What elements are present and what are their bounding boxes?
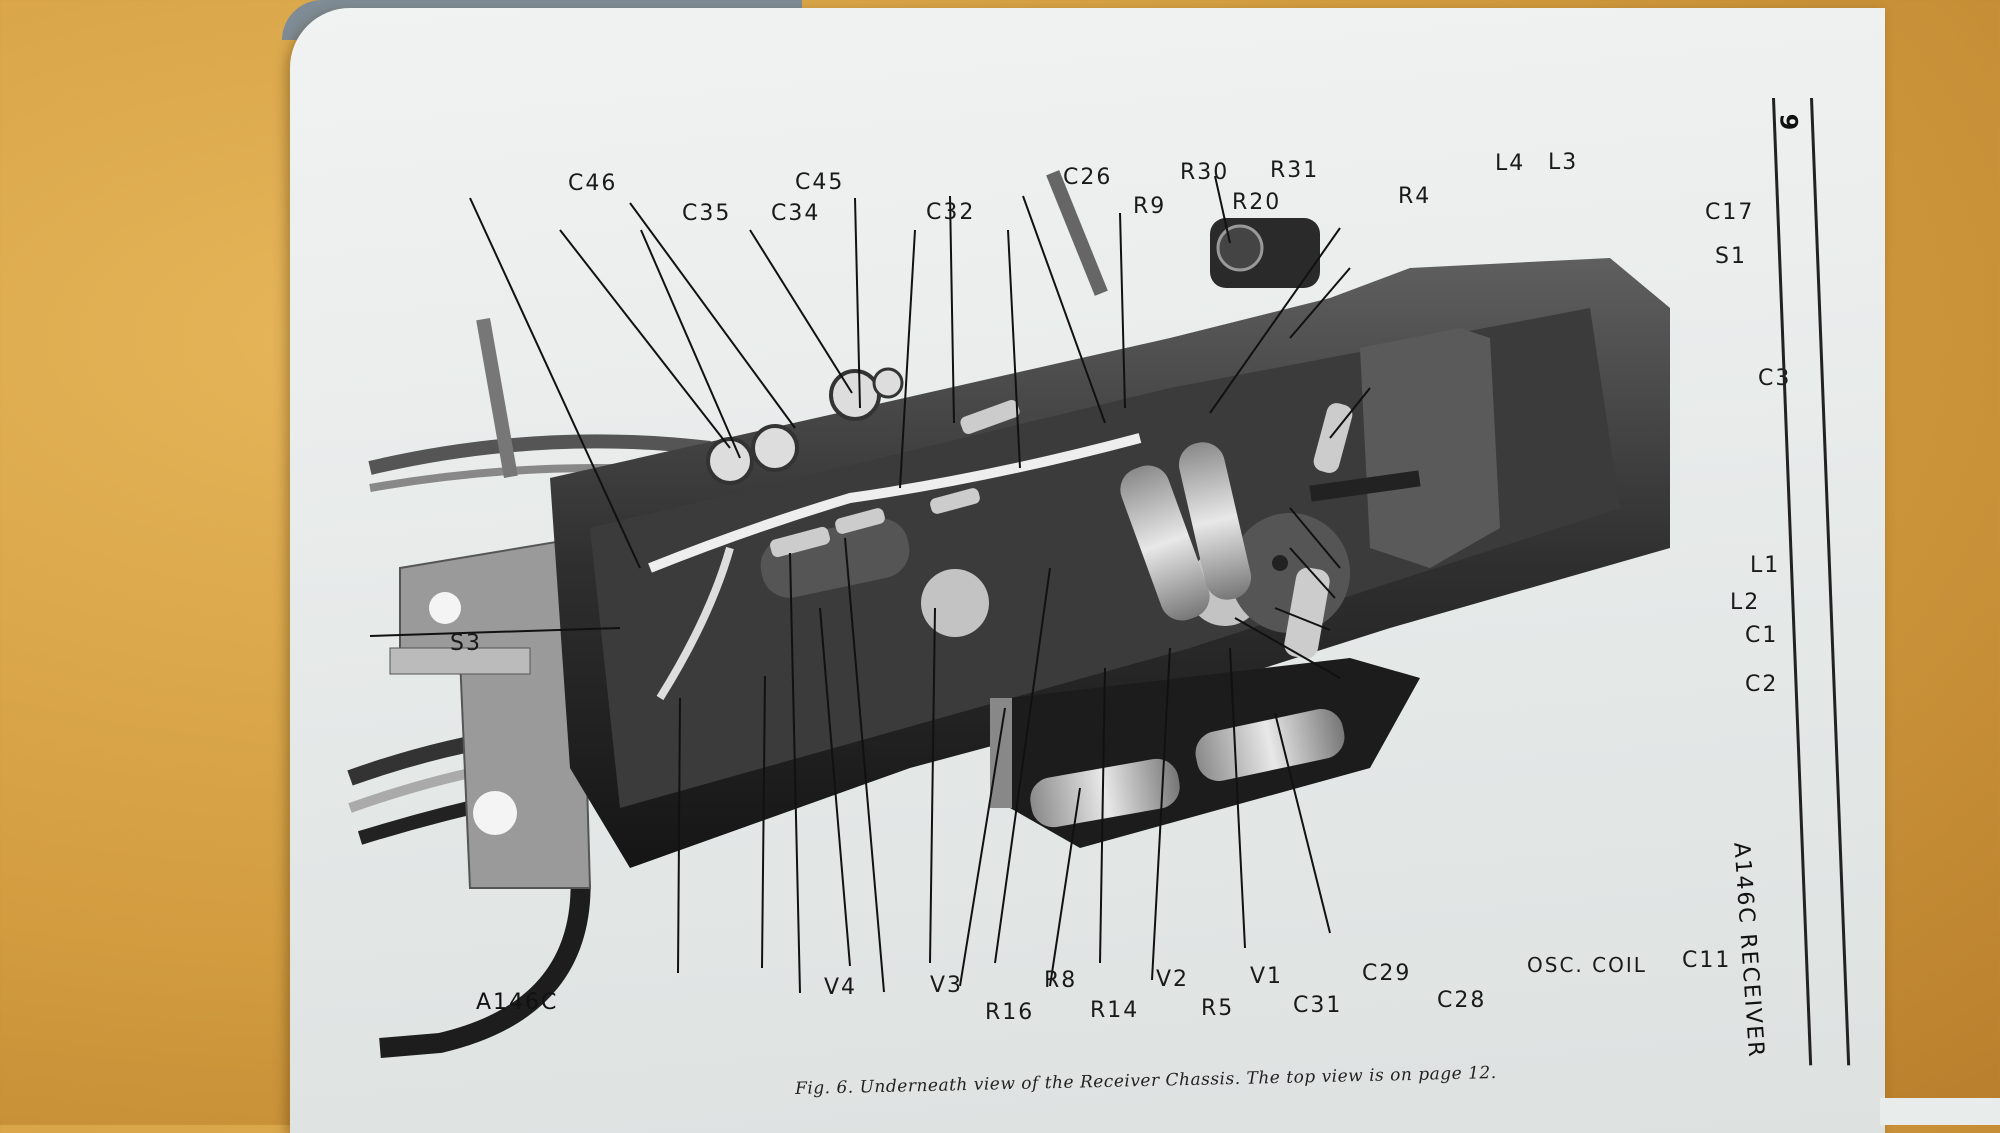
margin-rule — [1772, 97, 1813, 1066]
label-c32: C32 — [926, 200, 976, 225]
page-number: 9 — [1774, 113, 1803, 131]
label-r5: R5 — [1201, 996, 1235, 1021]
label-l4: L4 — [1495, 151, 1526, 176]
label-r14: R14 — [1090, 998, 1140, 1023]
label-osc-coil: OSC. COIL — [1527, 953, 1647, 977]
label-l2: L2 — [1730, 590, 1761, 615]
label-r30: R30 — [1180, 160, 1230, 185]
label-c34: C34 — [771, 201, 821, 226]
margin-rule — [1810, 97, 1851, 1066]
label-s3: S3 — [450, 631, 482, 656]
label-c45: C45 — [795, 170, 845, 195]
label-c1: C1 — [1745, 623, 1779, 648]
label-l3: L3 — [1548, 150, 1579, 175]
label-v1: V1 — [1250, 964, 1284, 989]
label-r16: R16 — [985, 1000, 1035, 1025]
label-r20: R20 — [1232, 190, 1282, 215]
label-c3: C3 — [1758, 366, 1792, 391]
label-r8: R8 — [1044, 968, 1078, 993]
label-r4: R4 — [1398, 184, 1432, 209]
label-r31: R31 — [1270, 158, 1320, 183]
label-c31: C31 — [1293, 993, 1343, 1018]
label-c29: C29 — [1362, 961, 1412, 986]
next-page-edge — [1880, 1098, 2000, 1125]
model-code: A146C — [476, 990, 559, 1015]
label-c2: C2 — [1745, 672, 1779, 697]
label-c17: C17 — [1705, 200, 1755, 225]
label-c46: C46 — [568, 171, 618, 196]
label-v3: V3 — [930, 973, 964, 998]
label-v4: V4 — [824, 975, 858, 1000]
label-s1: S1 — [1715, 244, 1747, 269]
label-c35: C35 — [682, 201, 732, 226]
label-l1: L1 — [1750, 553, 1781, 578]
figure-caption: Fig. 6. Underneath view of the Receiver … — [794, 1063, 1497, 1099]
label-r9: R9 — [1133, 194, 1167, 219]
label-c26: C26 — [1063, 165, 1113, 190]
side-title: A146C RECEIVER — [1728, 841, 1769, 1060]
label-v2: V2 — [1156, 967, 1190, 992]
manual-page: C46 C45 C35 C34 C32 C26 R9 R30 R20 R31 R… — [290, 8, 1885, 1133]
label-c28: C28 — [1437, 988, 1487, 1013]
label-c11: C11 — [1682, 948, 1732, 973]
